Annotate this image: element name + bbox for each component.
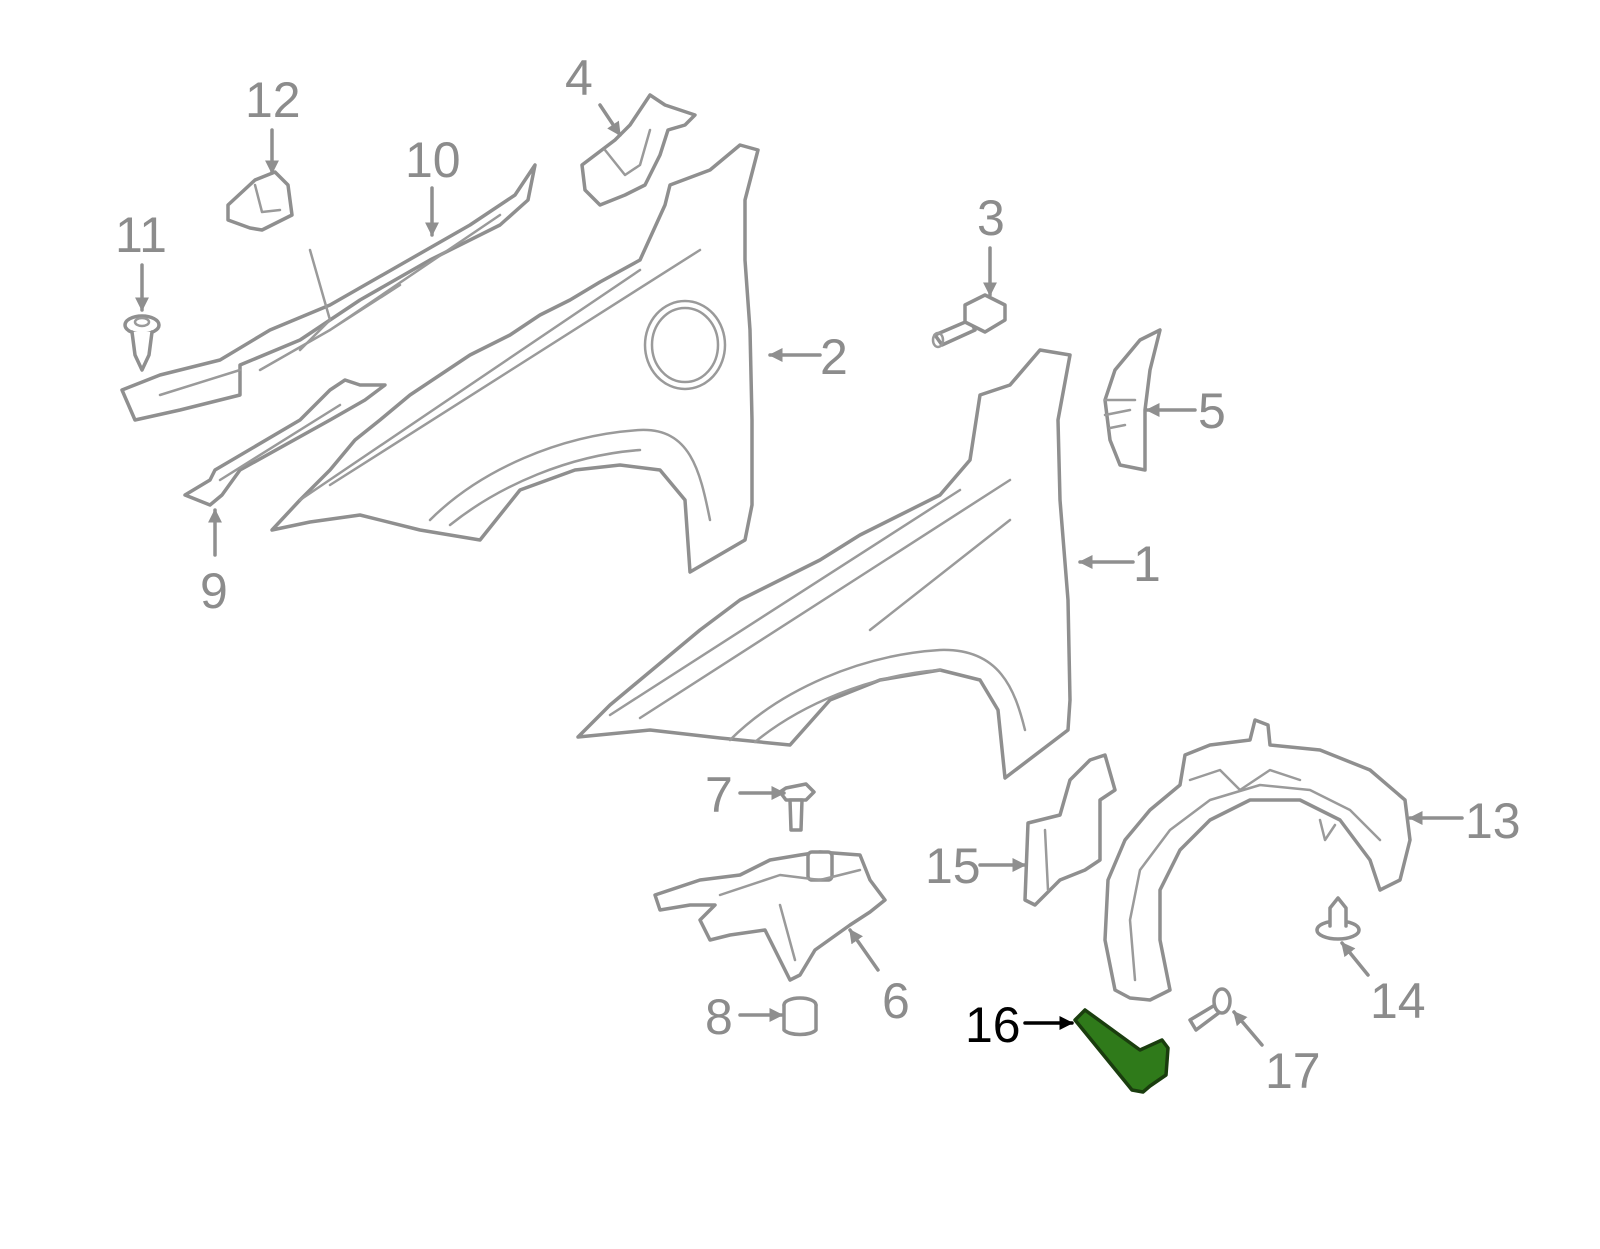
screw <box>1188 987 1232 1032</box>
callout-17: 17 <box>1265 1043 1321 1099</box>
leader-14 <box>1340 941 1370 977</box>
leader-4 <box>598 103 622 137</box>
callout-5: 5 <box>1198 383 1226 439</box>
callout-4: 4 <box>565 50 593 106</box>
callout-1: 1 <box>1133 536 1161 592</box>
leader-17 <box>1232 1010 1264 1047</box>
callout-10: 10 <box>405 132 461 188</box>
leader-lines <box>135 103 1464 1047</box>
callout-15: 15 <box>925 838 981 894</box>
flat-bracket <box>183 378 387 507</box>
push-clip <box>123 314 161 372</box>
bolt <box>931 293 1007 349</box>
leader-6 <box>848 928 880 972</box>
callout-6: 6 <box>882 973 910 1029</box>
callout-12: 12 <box>245 72 301 128</box>
mount-bracket <box>653 850 887 982</box>
splash-shield <box>1023 753 1117 907</box>
fender-upper <box>270 143 760 574</box>
callout-11: 11 <box>115 207 167 263</box>
callout-3: 3 <box>977 190 1005 246</box>
callout-labels: 1 2 3 4 5 6 7 8 9 10 11 12 13 14 15 16 1… <box>115 50 1521 1099</box>
upper-bracket <box>580 93 697 207</box>
callout-9: 9 <box>200 563 228 619</box>
fender-lower <box>576 348 1072 780</box>
callout-13: 13 <box>1465 793 1521 849</box>
vertical-bracket <box>1103 328 1162 472</box>
small-bolt <box>778 782 816 832</box>
callout-7: 7 <box>705 767 733 823</box>
clip-block <box>226 170 294 232</box>
callout-2: 2 <box>820 329 848 385</box>
highlighted-bracket <box>1073 1008 1170 1094</box>
sleeve <box>782 996 818 1037</box>
rivet-clip <box>1315 896 1361 941</box>
bracket-rail <box>120 163 537 422</box>
callout-8: 8 <box>705 989 733 1045</box>
callout-14: 14 <box>1370 973 1426 1029</box>
wheel-liner <box>1103 718 1412 1002</box>
callout-16: 16 <box>965 997 1021 1053</box>
